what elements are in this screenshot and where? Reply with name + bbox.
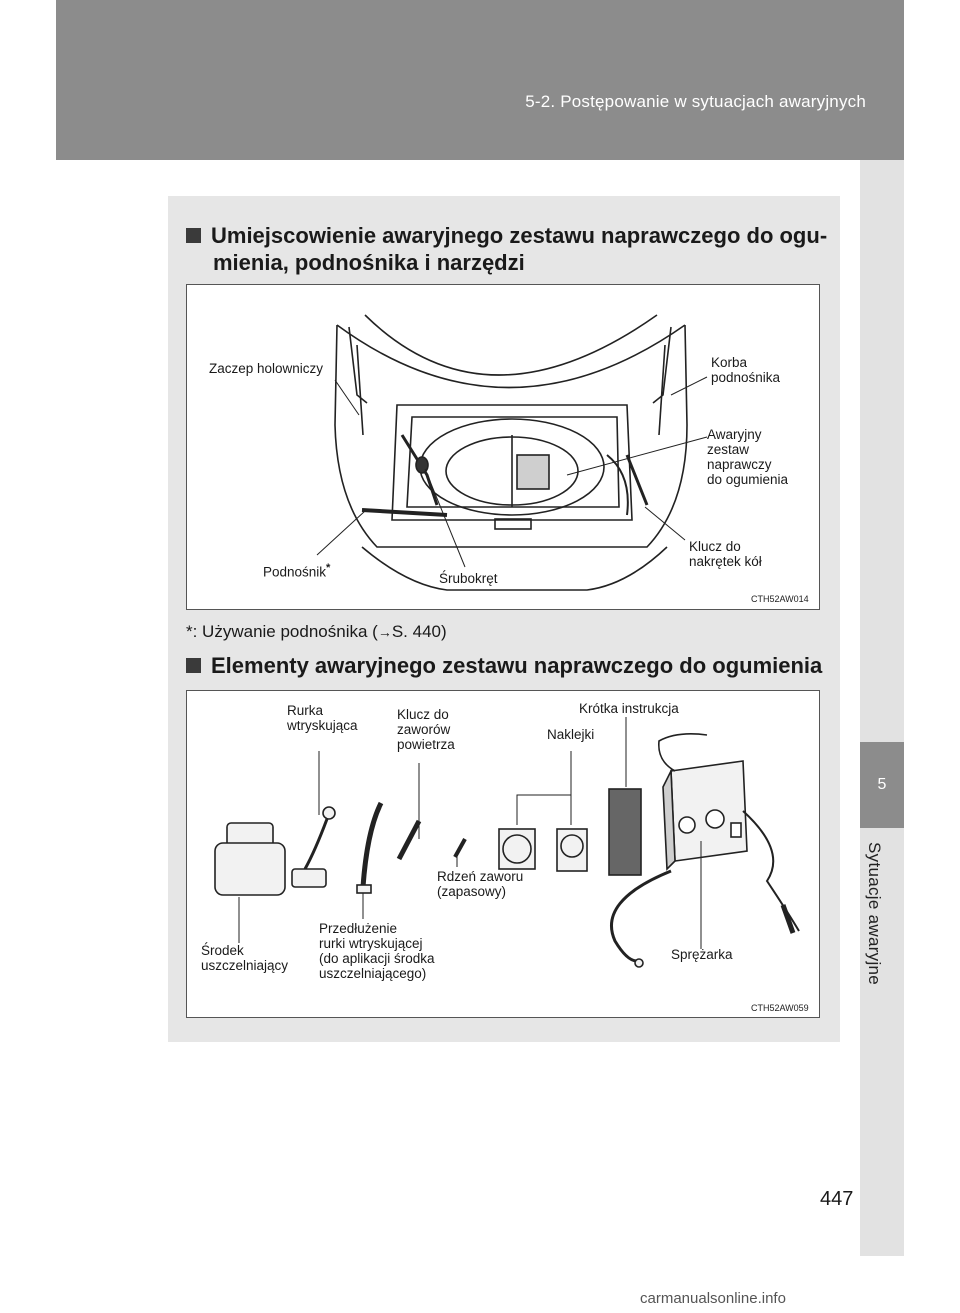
watermark: carmanualsonline.info (640, 1290, 786, 1307)
label-sealant: Środek uszczelniający (201, 943, 288, 973)
label-valve-core: Rdzeń zaworu (zapasowy) (437, 869, 523, 899)
chapter-number-tab[interactable]: 5 (860, 742, 904, 828)
label-wheel-nut-wrench: Klucz do nakrętek kół (689, 539, 762, 569)
label-stickers: Naklejki (547, 727, 594, 742)
header-band: 5-2. Postępowanie w sytuacjach awaryjnyc… (56, 0, 904, 160)
arrow-icon: → (378, 624, 392, 640)
figure-code: CTH52AW014 (751, 594, 809, 604)
label-jack-text: Podnośnik (263, 565, 326, 580)
trunk-figure: Zaczep holowniczy Korba podnośnika Awary… (186, 284, 820, 610)
label-valve-wrench: Klucz do zaworów powietrza (397, 707, 455, 752)
section-heading-kit-contents: Elementy awaryjnego zestawu naprawczego … (186, 652, 826, 679)
label-quick-guide: Krótka instrukcja (579, 701, 679, 716)
label-compressor: Sprężarka (671, 947, 733, 962)
kit-figure: Rurka wtryskująca Klucz do zaworów powie… (186, 690, 820, 1018)
square-bullet-icon (186, 228, 201, 243)
chapter-title: Sytuacje awaryjne (864, 842, 884, 985)
section-heading-text: Elementy awaryjnego zestawu naprawczego … (211, 653, 822, 678)
label-extension-hose: Przedłużenie rurki wtryskującej (do apli… (319, 921, 435, 981)
square-bullet-icon (186, 658, 201, 673)
label-jack-handle: Korba podnośnika (711, 355, 780, 385)
side-tab-background (860, 160, 904, 742)
label-injection-hose: Rurka wtryskująca (287, 703, 358, 733)
label-screwdriver: Śrubokręt (439, 571, 498, 586)
page-number: 447 (820, 1188, 853, 1211)
section-title: 5-2. Postępowanie w sytuacjach awaryjnyc… (525, 92, 866, 112)
label-repair-kit: Awaryjny zestaw naprawczy do ogumienia (707, 427, 788, 487)
footnote-text: *: Używanie podnośnika ( (186, 622, 378, 641)
asterisk-marker: * (326, 562, 330, 574)
label-jack: Podnośnik* (263, 561, 330, 580)
chapter-number: 5 (860, 776, 904, 794)
section-heading-text: Umiejscowienie awaryjnego zestawu napraw… (211, 223, 827, 275)
section-heading-location: Umiejscowienie awaryjnego zestawu napraw… (186, 222, 853, 276)
figure-code: CTH52AW059 (751, 1003, 809, 1013)
jack-footnote: *: Używanie podnośnika (→S. 440) (186, 622, 447, 642)
label-tow-hook: Zaczep holowniczy (209, 361, 323, 376)
footnote-page-link[interactable]: S. 440) (392, 622, 447, 641)
